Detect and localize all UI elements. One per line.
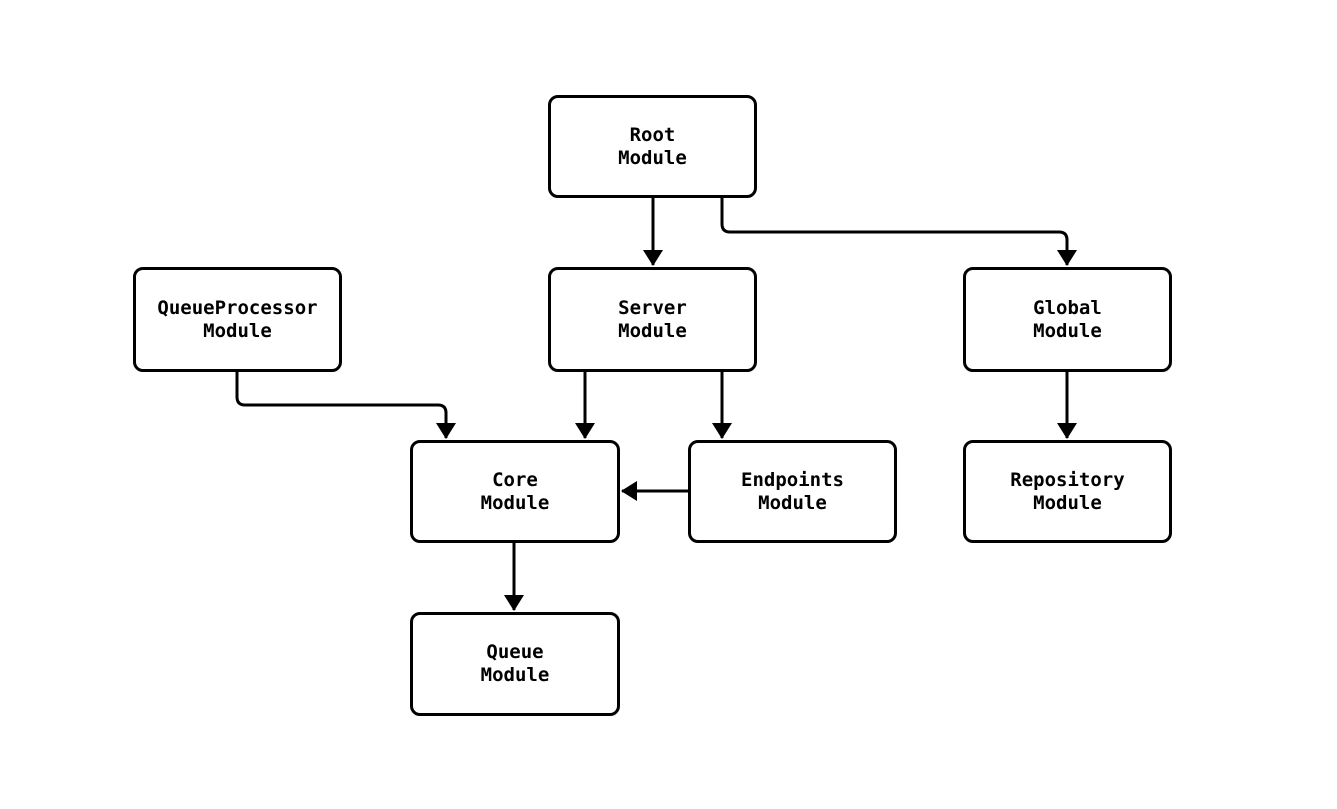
node-global-module: Global Module [963, 267, 1172, 372]
node-queue-module: Queue Module [410, 612, 620, 716]
node-queueprocessor-module: QueueProcessor Module [133, 267, 342, 372]
edge-root-to-global [720, 198, 1077, 266]
edge-queueprocessor-to-core [235, 372, 456, 439]
node-repository-module: Repository Module [963, 440, 1172, 543]
node-server-module: Server Module [548, 267, 757, 372]
node-core-module: Core Module [410, 440, 620, 543]
node-endpoints-module: Endpoints Module [688, 440, 897, 543]
node-root-module: Root Module [548, 95, 757, 198]
